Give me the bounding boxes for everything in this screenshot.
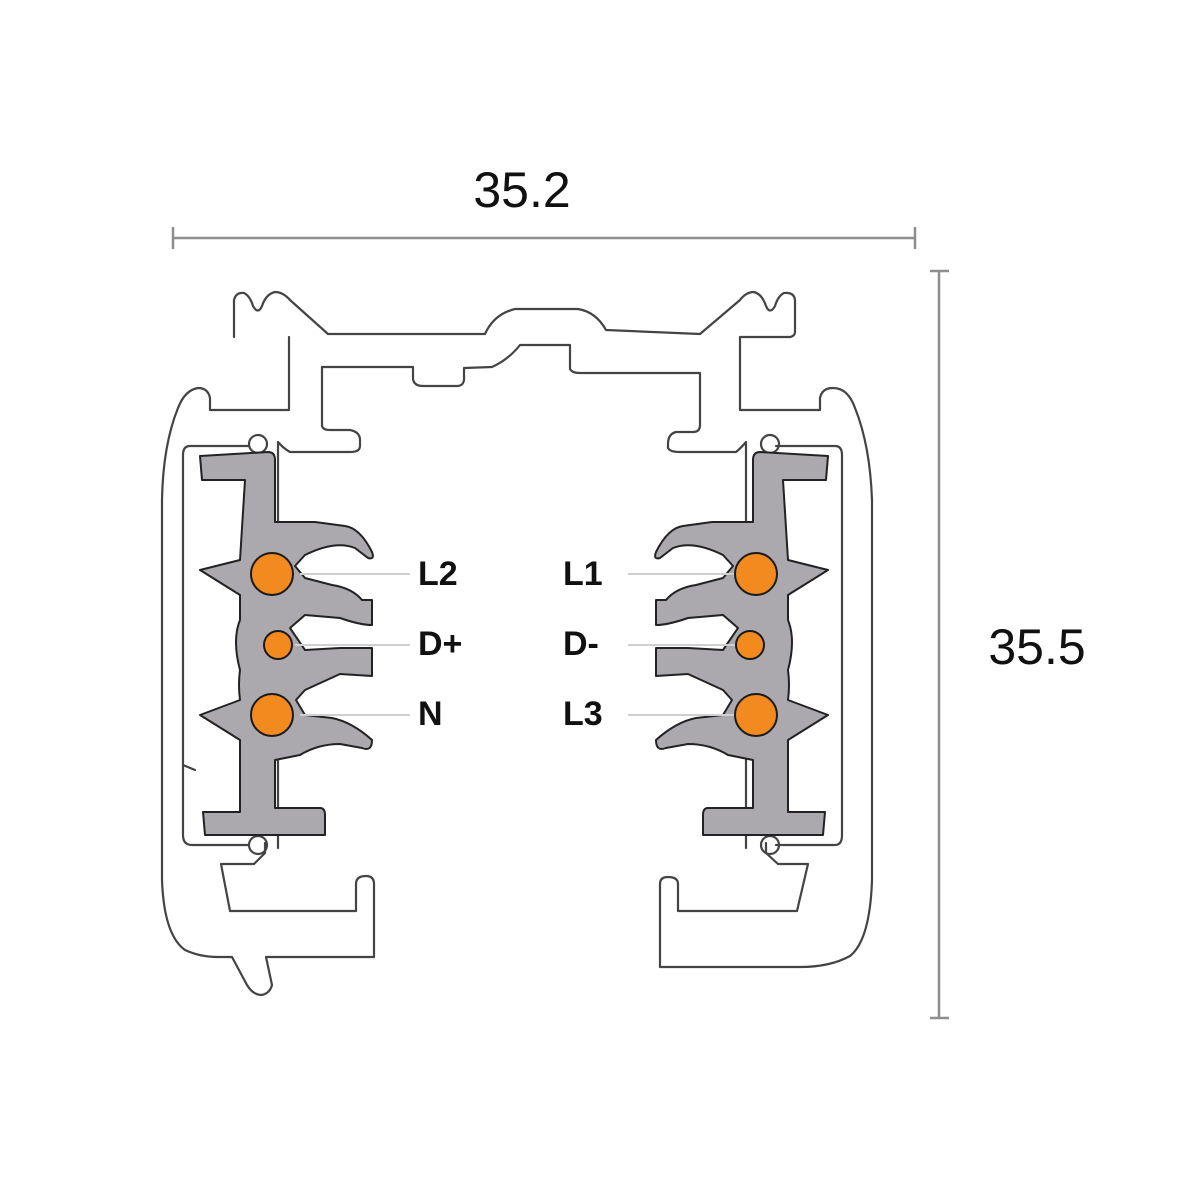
track-profile-outline (160, 290, 874, 997)
label-d-plus: D+ (418, 625, 462, 663)
label-l3: L3 (563, 695, 603, 733)
conductor-labels: L2 D+ N L1 D- L3 (418, 555, 603, 733)
conductor-l3 (734, 693, 778, 737)
height-dimension: 35.5 (930, 269, 1086, 1020)
width-dimension: 35.2 (171, 162, 917, 249)
right-inner-frame (774, 444, 844, 847)
conductor-l1 (734, 552, 778, 596)
conductor-d-plus (263, 630, 293, 660)
left-top-boss (247, 433, 269, 455)
conductor-d-minus (735, 630, 765, 660)
left-inner-frame (181, 444, 250, 847)
label-l1: L1 (563, 555, 603, 593)
left-inner-notch (181, 763, 197, 772)
conductors (250, 552, 778, 737)
right-top-boss (759, 433, 781, 455)
label-l2: L2 (418, 555, 458, 593)
inner-top-channel (276, 365, 362, 454)
top-flange (232, 290, 874, 969)
label-n: N (418, 695, 443, 733)
height-dimension-label: 35.5 (988, 619, 1085, 675)
top-web (160, 335, 376, 997)
leader-lines (295, 573, 735, 716)
conductor-l2 (250, 552, 294, 596)
label-d-minus: D- (563, 625, 599, 663)
inner-top-channel-mid (320, 343, 748, 454)
width-dimension-label: 35.2 (473, 162, 570, 218)
conductor-n (250, 693, 294, 737)
